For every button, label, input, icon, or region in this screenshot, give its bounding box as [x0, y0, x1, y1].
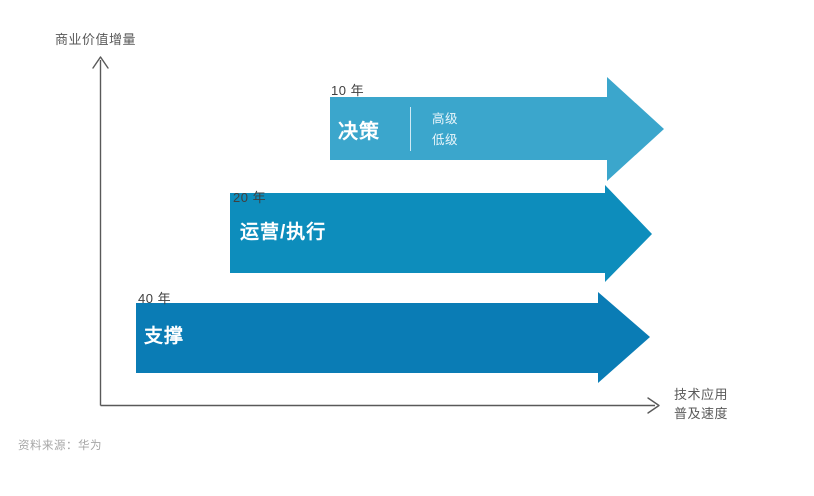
- arrow-operations[interactable]: 运营/执行: [230, 185, 652, 283]
- arrow-support[interactable]: 支撑: [136, 292, 650, 384]
- x-axis-title-line1: 技术应用: [674, 387, 729, 402]
- arrow-decision-year: 10 年: [331, 83, 365, 98]
- arrow-support-shape: [136, 292, 650, 383]
- y-axis-title: 商业价值增量: [55, 32, 137, 47]
- y-axis-arrowhead: [92, 56, 109, 69]
- arrow-decision[interactable]: 决策 高级 低级: [330, 77, 664, 182]
- arrow-operations-year: 20 年: [233, 190, 267, 205]
- x-axis-title: 技术应用 普及速度: [674, 385, 728, 423]
- arrow-operations-label: 运营/执行: [240, 222, 327, 243]
- source-note: 资料来源：华为: [18, 440, 102, 452]
- arrow-decision-sub-basic: 低级: [432, 133, 459, 147]
- arrow-decision-shape: [330, 77, 664, 181]
- arrow-decision-divider: [410, 107, 411, 151]
- x-axis-title-line2: 普及速度: [674, 406, 729, 421]
- arrow-decision-label: 决策: [338, 121, 380, 143]
- arrow-decision-sub-advanced: 高级: [432, 112, 459, 126]
- arrow-support-label: 支撑: [144, 326, 185, 347]
- x-axis-arrowhead: [647, 397, 660, 414]
- arrow-operations-shape: [230, 185, 652, 282]
- arrow-decision-sublabels: 高级 低级: [432, 109, 458, 151]
- arrow-support-year: 40 年: [138, 291, 172, 306]
